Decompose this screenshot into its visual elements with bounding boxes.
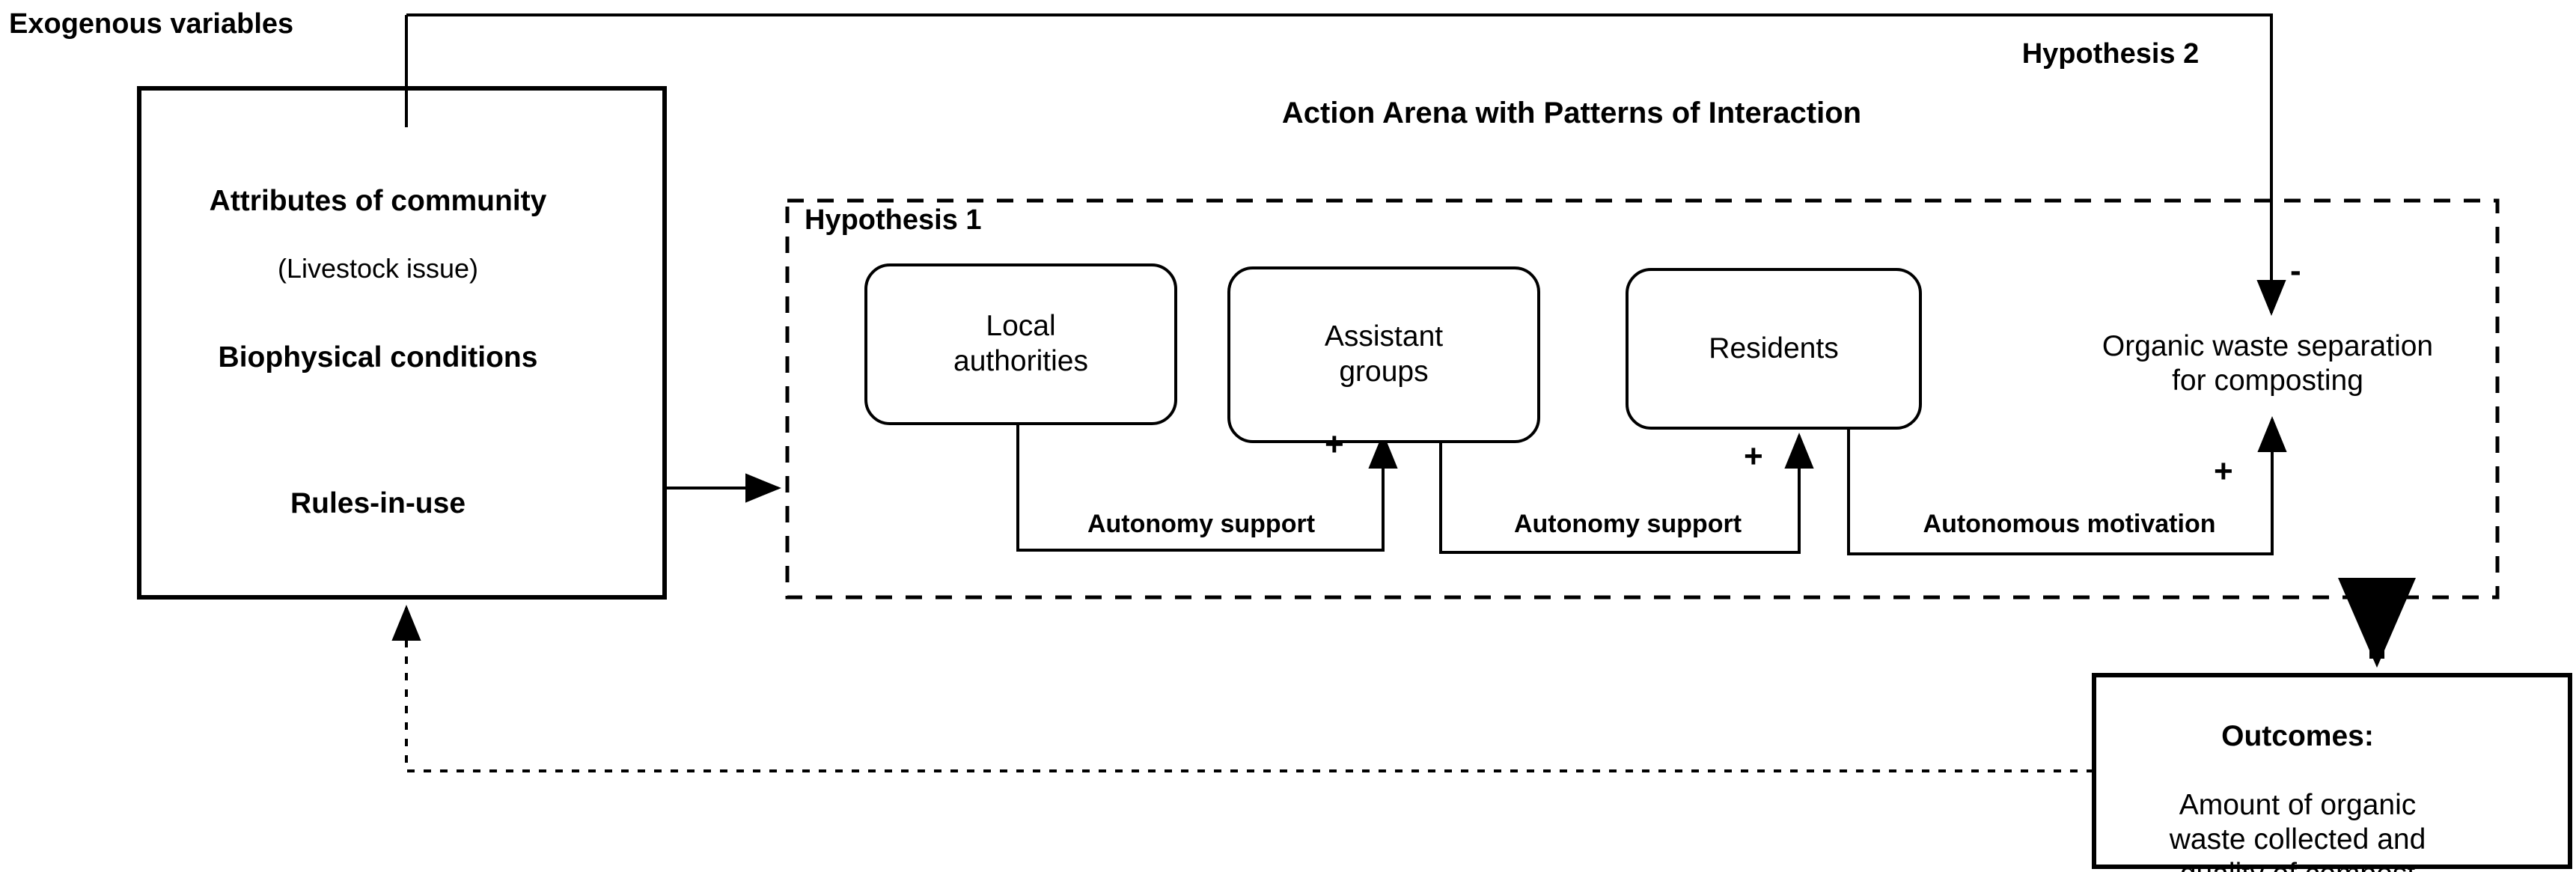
actor-box-local-authorities[interactable]: Local authorities — [864, 263, 1177, 425]
autonomy-support-2-path — [1439, 433, 1814, 554]
exogenous-item-attributes: Attributes of community (Livestock issue… — [146, 150, 610, 320]
actor-box-assistant-groups[interactable]: Assistant groups — [1227, 266, 1540, 443]
actor-box-residents[interactable]: Residents — [1626, 268, 1922, 430]
hypothesis-1-label: Hypothesis 1 — [805, 204, 982, 236]
hypothesis2-route — [406, 13, 2286, 316]
exogenous-item-rules: Rules-in-use — [290, 487, 466, 519]
autonomous-motivation-path — [1847, 416, 2287, 555]
sign-plus-3: + — [2214, 453, 2233, 490]
outcomes-content: Outcomes: Amount of organic waste collec… — [2096, 685, 2500, 872]
connector-label-autonomy-support-1: Autonomy support — [1087, 510, 1316, 538]
exogenous-item-attributes-label: Attributes of community — [209, 185, 547, 218]
behavior-organic-waste-separation: Organic waste separation for composting — [2102, 330, 2434, 397]
action-arena-title: Action Arena with Patterns of Interactio… — [1281, 97, 1862, 129]
action-arena-dashed-box — [785, 198, 2500, 600]
sign-plus-1: + — [1325, 426, 1344, 463]
autonomy-support-1-path — [1016, 419, 1398, 552]
connector-label-autonomy-support-2: Autonomy support — [1513, 510, 1742, 538]
outcomes-heading: Outcomes: — [2221, 720, 2374, 753]
exogenous-item-biophysical: Biophysical conditions — [218, 341, 538, 374]
outcomes-body: Amount of organic waste collected and qu… — [2169, 789, 2426, 872]
hypothesis-2-label: Hypothesis 2 — [2021, 38, 2200, 70]
exogenous-item-attributes-sublabel: (Livestock issue) — [277, 253, 479, 284]
connector-label-autonomous-motivation: Autonomous motivation — [1923, 510, 2216, 538]
sign-plus-2: + — [1744, 438, 1763, 475]
sign-minus-hypothesis-2: - — [2290, 252, 2301, 289]
outcomes-feedback-path — [391, 605, 2094, 772]
exogenous-variables-box — [137, 86, 667, 600]
exogenous-variables-label: Exogenous variables — [9, 8, 294, 40]
